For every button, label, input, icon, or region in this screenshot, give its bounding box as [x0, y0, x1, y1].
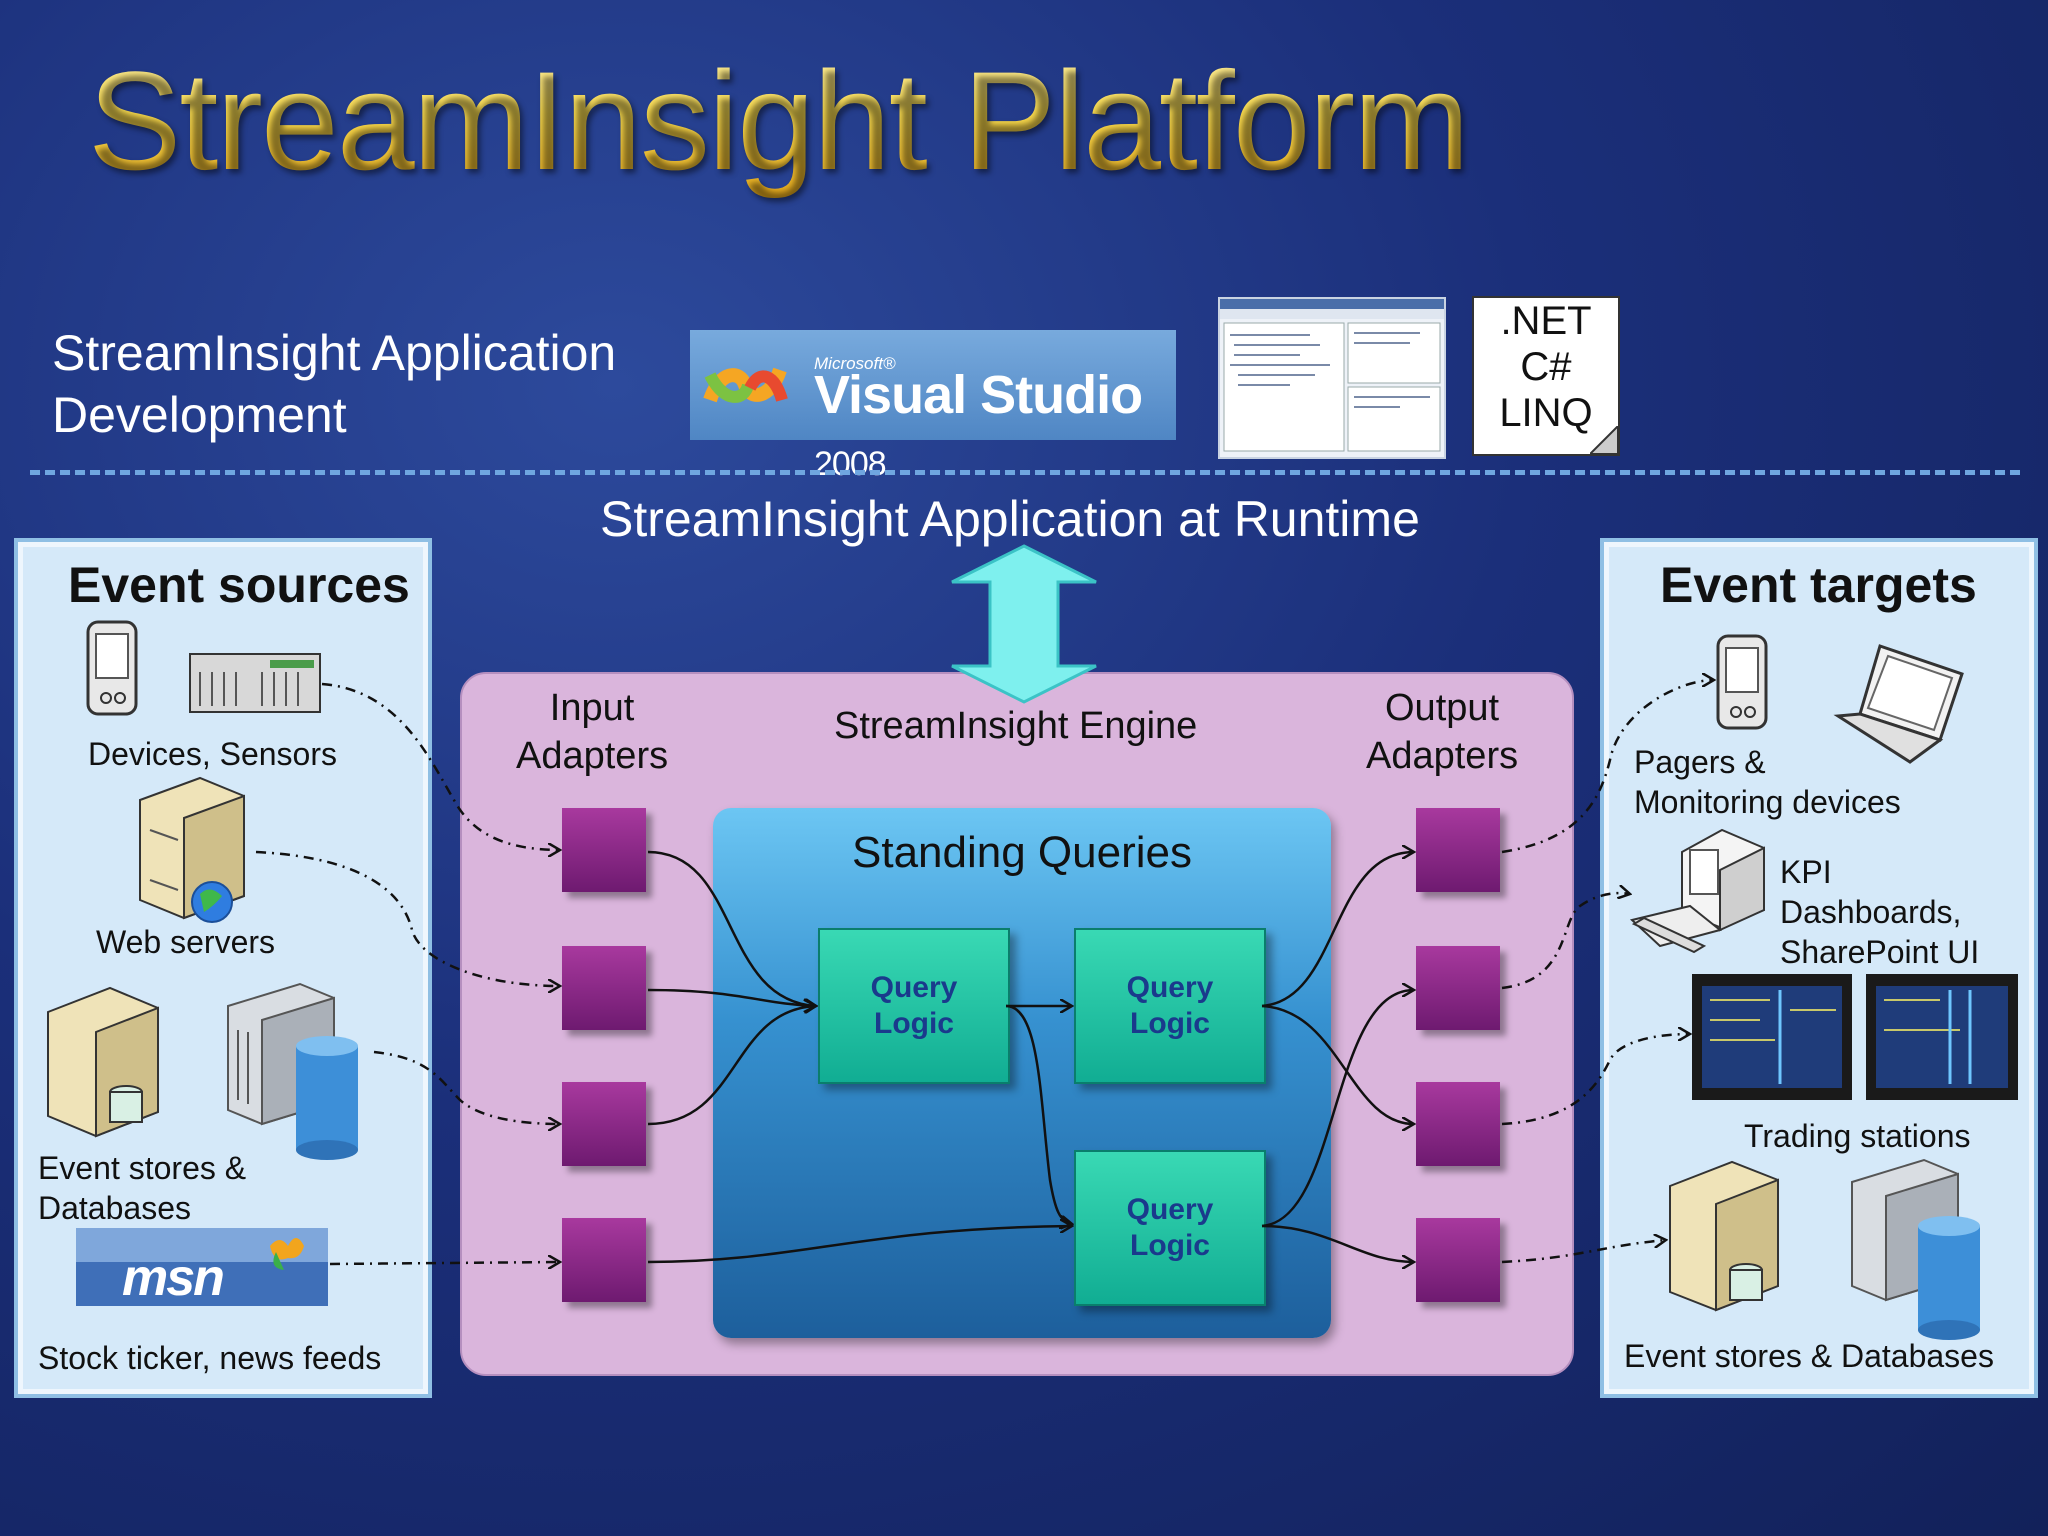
ide-screenshot — [1218, 297, 1446, 459]
msn-logo — [76, 1228, 328, 1306]
web-servers-label: Web servers — [96, 924, 276, 960]
vs-year-text: 2008 — [814, 445, 887, 483]
engine-name-label: StreamInsight Engine — [834, 705, 1198, 747]
connector-output2-to-kpi — [1501, 893, 1630, 990]
connector-input4-to-query3 — [647, 1226, 1072, 1264]
target-tower-database-icon — [1851, 1158, 1980, 1340]
desktop-computer-icon — [1629, 828, 1765, 954]
connector-query3-to-output4 — [1261, 1224, 1414, 1262]
note-line-linq: LINQ — [1499, 391, 1593, 435]
database-server-icon — [47, 986, 159, 1138]
vs-name-text: Visual Studio — [814, 365, 1143, 425]
event-targets-title: Event targets — [1660, 557, 1977, 613]
connector-sensor-to-input — [321, 682, 560, 850]
page-fold-icon — [1590, 426, 1619, 455]
event-sources-title: Event sources — [68, 557, 410, 613]
query-logic-line1: Query — [870, 971, 958, 1004]
input-adapter — [562, 808, 646, 892]
target-database-server-icon — [1669, 1160, 1779, 1312]
connector-query1-to-query3 — [1005, 1004, 1072, 1224]
output-adapters-line2: Adapters — [1366, 735, 1519, 777]
output-adapter — [1416, 1082, 1500, 1166]
standing-queries-label: Standing Queries — [852, 828, 1192, 877]
tower-database-icon — [227, 982, 358, 1160]
connector-output3-to-trading — [1501, 1034, 1690, 1126]
vs-product-name: Visual Studio 2008 — [814, 364, 1176, 488]
visual-studio-logo: Microsoft® Visual Studio 2008 — [690, 330, 1176, 483]
query-logic-line2: Logic — [1130, 1229, 1210, 1262]
pda-icon — [86, 620, 138, 716]
runtime-double-arrow — [951, 544, 1097, 704]
trading-screens-icon — [1692, 974, 2018, 1100]
development-label-line2: Development — [52, 387, 347, 443]
connector-web-to-input — [255, 850, 560, 986]
input-adapter — [562, 1218, 646, 1302]
kpi-label: KPI Dashboards, SharePoint UI — [1780, 852, 1979, 972]
query-logic-line1: Query — [1126, 971, 1214, 1004]
pagers-line1: Pagers & — [1634, 744, 1766, 780]
input-adapter — [562, 1082, 646, 1166]
slide-title: StreamInsight Platform — [88, 40, 1470, 202]
note-line-csharp: C# — [1520, 345, 1572, 389]
connector-db-to-input — [373, 1050, 560, 1124]
output-adapters-label: Output Adapters — [1366, 684, 1518, 780]
output-adapter — [1416, 808, 1500, 892]
target-event-stores-label: Event stores & Databases — [1624, 1338, 1994, 1374]
pager-icon — [1716, 634, 1768, 730]
query-logic-line1: Query — [1126, 1193, 1214, 1226]
connector-input3-to-query1 — [647, 1006, 816, 1126]
connector-output1-to-pager — [1501, 680, 1714, 854]
sensor-rack-icon — [189, 653, 321, 713]
note-line-net: .NET — [1500, 299, 1592, 343]
event-stores-line1: Event stores & — [38, 1150, 247, 1186]
kpi-line1: KPI — [1780, 854, 1832, 890]
connector-query2-to-output3 — [1261, 1004, 1414, 1124]
connector-output4-to-stores — [1501, 1240, 1666, 1264]
output-adapter — [1416, 946, 1500, 1030]
stock-ticker-label: Stock ticker, news feeds — [38, 1340, 382, 1376]
msn-logo-text: msn — [122, 1249, 225, 1307]
input-adapter — [562, 946, 646, 1030]
development-label: StreamInsight Application Development — [52, 322, 616, 446]
web-server-icon — [139, 776, 245, 923]
language-note: .NET C# LINQ — [1472, 296, 1620, 456]
input-adapters-line1: Input — [549, 687, 635, 729]
laptop-icon — [1833, 644, 1964, 764]
query-logic-line2: Logic — [874, 1007, 954, 1040]
development-label-line1: StreamInsight Application — [52, 325, 617, 381]
pagers-label: Pagers & Monitoring devices — [1634, 742, 1901, 822]
query-logic-line2: Logic — [1130, 1007, 1210, 1040]
connector-msn-to-input — [329, 1262, 560, 1264]
trading-stations-label: Trading stations — [1744, 1118, 1971, 1154]
devices-sensors-label: Devices, Sensors — [88, 736, 337, 772]
kpi-line2: Dashboards, — [1780, 894, 1962, 930]
connector-query2-to-output1 — [1261, 852, 1414, 1008]
connector-input1-to-query1 — [647, 850, 816, 1006]
event-stores-line2: Databases — [38, 1190, 191, 1226]
input-adapters-label: Input Adapters — [516, 684, 668, 780]
visual-studio-infinity-icon — [703, 367, 788, 403]
connector-query3-to-output2 — [1261, 990, 1414, 1228]
input-adapters-line2: Adapters — [516, 735, 669, 777]
output-adapter — [1416, 1218, 1500, 1302]
kpi-line3: SharePoint UI — [1780, 934, 1980, 970]
output-adapters-line1: Output — [1385, 687, 1500, 729]
section-divider — [30, 470, 2020, 475]
connector-input2-to-query1 — [647, 988, 816, 1006]
vs-microsoft-label: Microsoft® — [814, 354, 896, 373]
pagers-line2: Monitoring devices — [1634, 784, 1901, 820]
runtime-label: StreamInsight Application at Runtime — [600, 491, 1420, 547]
event-stores-label: Event stores & Databases — [38, 1148, 246, 1228]
